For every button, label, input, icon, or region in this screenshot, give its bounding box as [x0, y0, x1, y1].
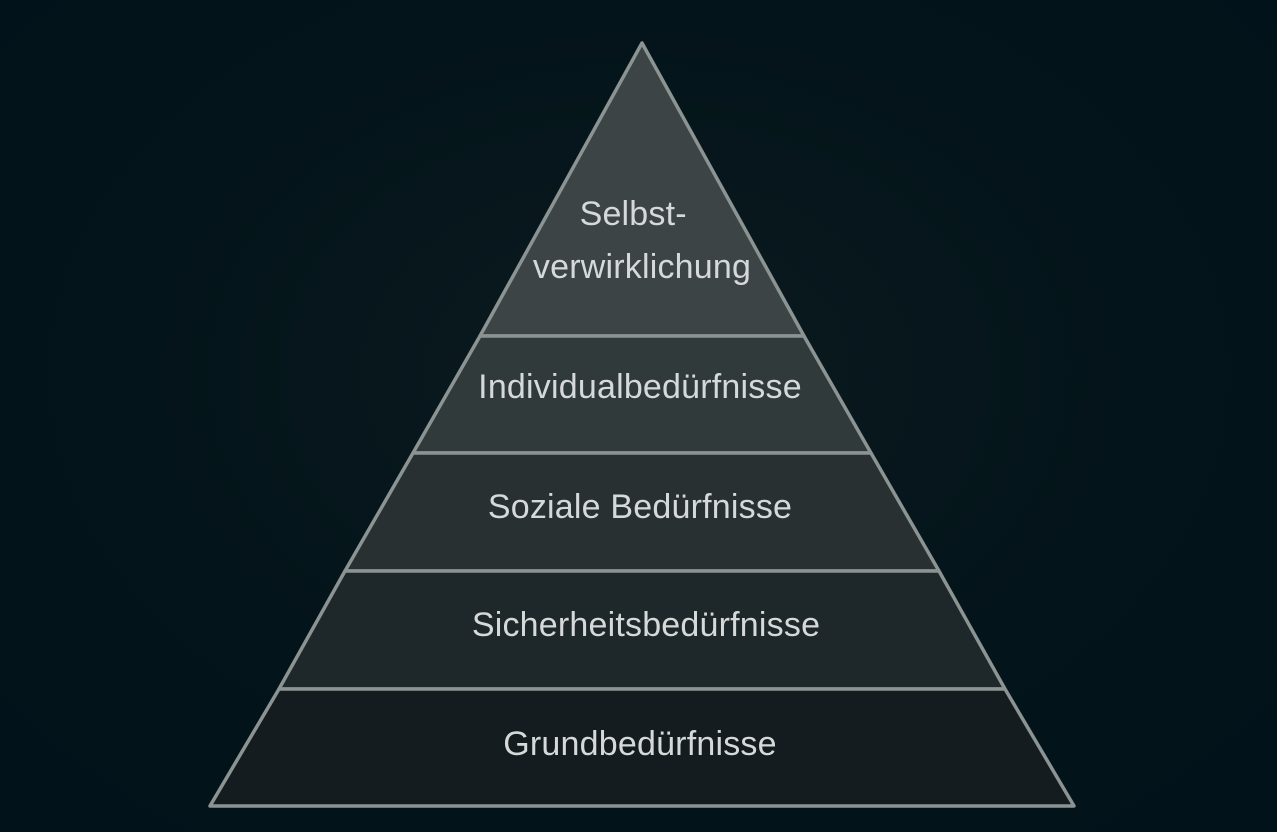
label-selbstverwirklichung-line-1: Selbst-	[580, 195, 687, 233]
label-selbstverwirklichung-line-2: verwirklichung	[533, 248, 751, 286]
pyramid-level-grundbeduerfnisse	[208, 687, 1076, 808]
label-soziale-beduerfnisse: Soziale Bedürfnisse	[488, 488, 792, 526]
label-sicherheitsbeduerfnisse: Sicherheitsbedürfnisse	[472, 606, 820, 644]
label-selbstverwirklichung: Selbst- verwirklichung	[533, 195, 751, 286]
pyramid-level-selbstverwirklichung	[478, 41, 806, 338]
label-individualbeduerfnisse: Individualbedürfnisse	[478, 368, 802, 406]
label-grundbeduerfnisse: Grundbedürfnisse	[503, 725, 776, 763]
